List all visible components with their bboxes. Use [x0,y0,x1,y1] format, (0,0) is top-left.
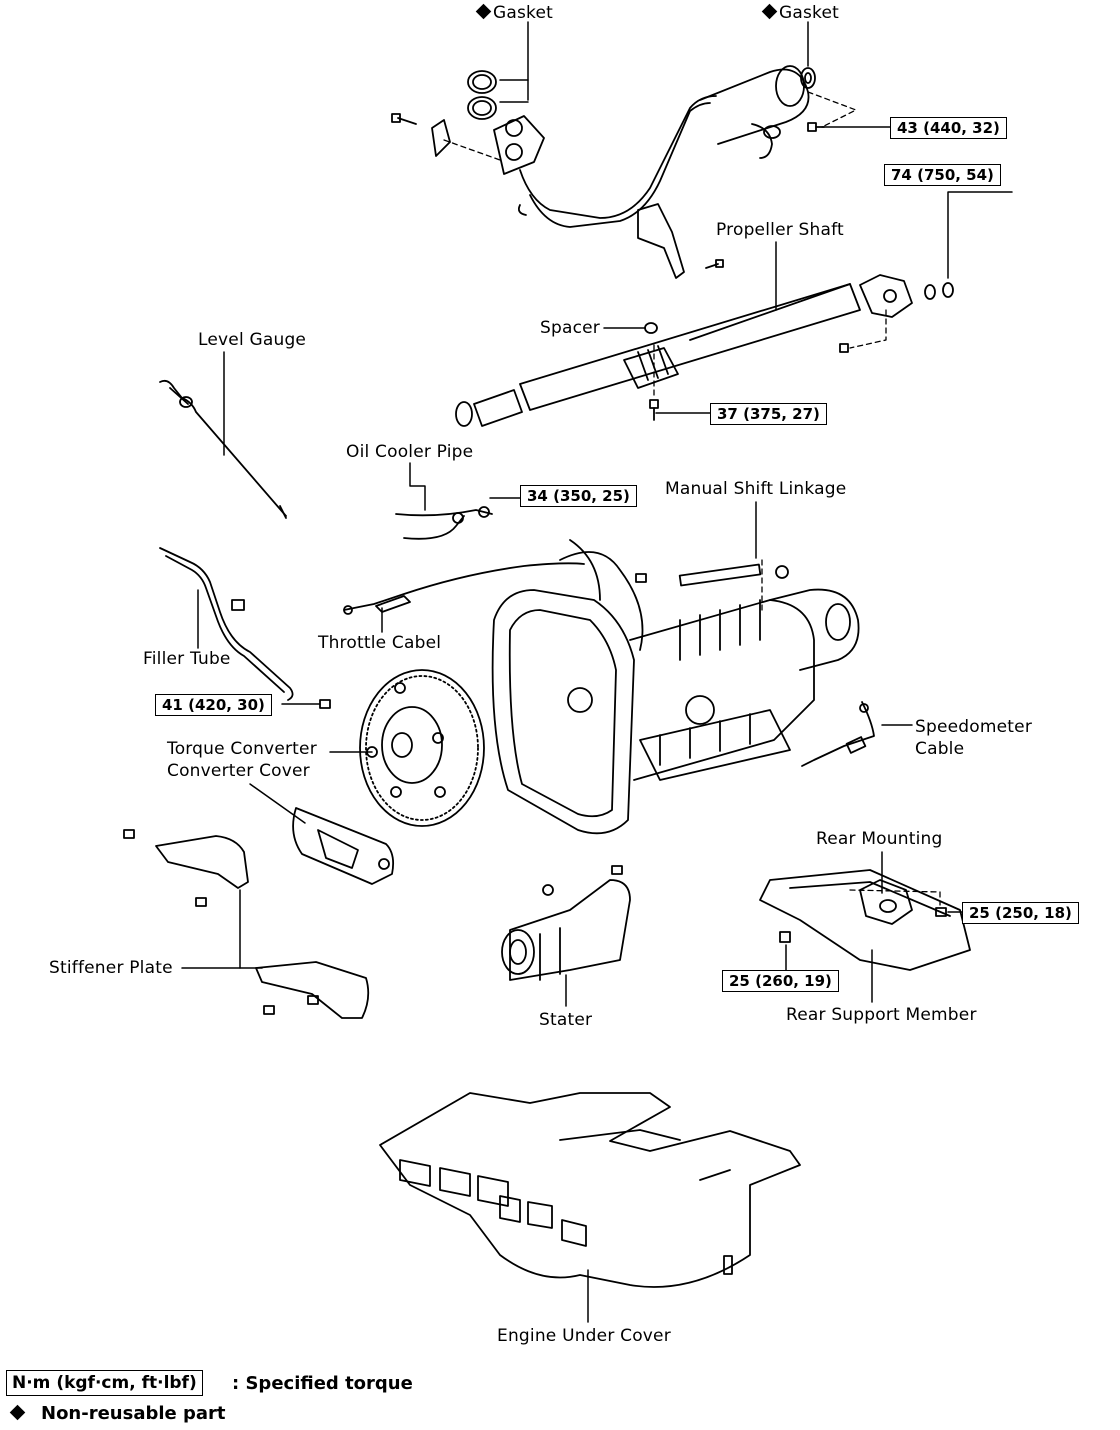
propeller-shaft [456,275,953,426]
stiffener-plate-part [124,830,368,1018]
label-converter-cover: Converter Cover [167,761,310,781]
label-starter: Stater [539,1010,593,1030]
starter-part [502,866,630,980]
diamond-icon [475,3,492,20]
exhaust-bracket-left [432,120,450,156]
diamond-icon [761,3,778,20]
exhaust-pipe [468,66,809,227]
gasket-right [801,68,815,88]
converter-cover-part [293,808,393,884]
label-throttle-cable: Throttle Cabel [318,633,442,653]
label-spacer: Spacer [540,318,600,338]
transmission-part [493,540,859,833]
label-gasket-1: Gasket [475,3,553,23]
label-stiffener-plate: Stiffener Plate [49,958,173,978]
spacer-part [645,323,657,333]
level-gauge-part [160,381,286,518]
label-rear-mounting: Rear Mounting [816,829,943,849]
torque-43: 43 (440, 32) [890,117,1007,139]
label-propeller-shaft: Propeller Shaft [716,220,844,240]
bolt-25-right [936,908,946,916]
torque-37: 37 (375, 27) [710,403,827,425]
bolt-43 [808,123,824,131]
label-filler-tube: Filler Tube [143,649,231,669]
legend-unit-text: : Specified torque [232,1373,413,1394]
throttle-cable-part [344,563,584,614]
diamond-icon [9,1404,26,1421]
label-speedometer-1: Speedometer [915,717,1033,737]
leader-lines [181,21,1013,1323]
label-speedometer-2: Cable [915,739,965,759]
exhaust-bolt-left [392,114,416,124]
label-oil-cooler-pipe: Oil Cooler Pipe [346,442,474,462]
oil-cooler-pipe-part [396,507,492,539]
torque-converter-part [360,670,484,826]
legend-unit-box: N·m (kgf·cm, ft·lbf) [6,1370,203,1396]
exhaust-hanger [638,204,723,278]
torque-41: 41 (420, 30) [155,694,272,716]
label-gasket-2: Gasket [761,3,839,23]
label-rear-support-member: Rear Support Member [786,1005,977,1025]
label-level-gauge: Level Gauge [198,330,307,350]
filler-tube-part [160,548,293,700]
label-torque-converter: Torque Converter [167,739,317,759]
bolt-25-left [780,932,790,942]
label-manual-shift-linkage: Manual Shift Linkage [665,479,847,499]
engine-under-cover-part [380,1093,800,1287]
legend-nonreusable: Non-reusable part [9,1404,226,1424]
torque-25-left: 25 (260, 19) [722,970,839,992]
rear-support-member-part [760,870,970,970]
speedometer-cable-part [802,702,874,766]
torque-25-right: 25 (250, 18) [962,902,1079,924]
bolt-41 [320,700,330,708]
torque-34: 34 (350, 25) [520,485,637,507]
torque-74: 74 (750, 54) [884,164,1001,186]
bolt-37 [650,344,848,420]
label-engine-under-cover: Engine Under Cover [497,1326,671,1346]
